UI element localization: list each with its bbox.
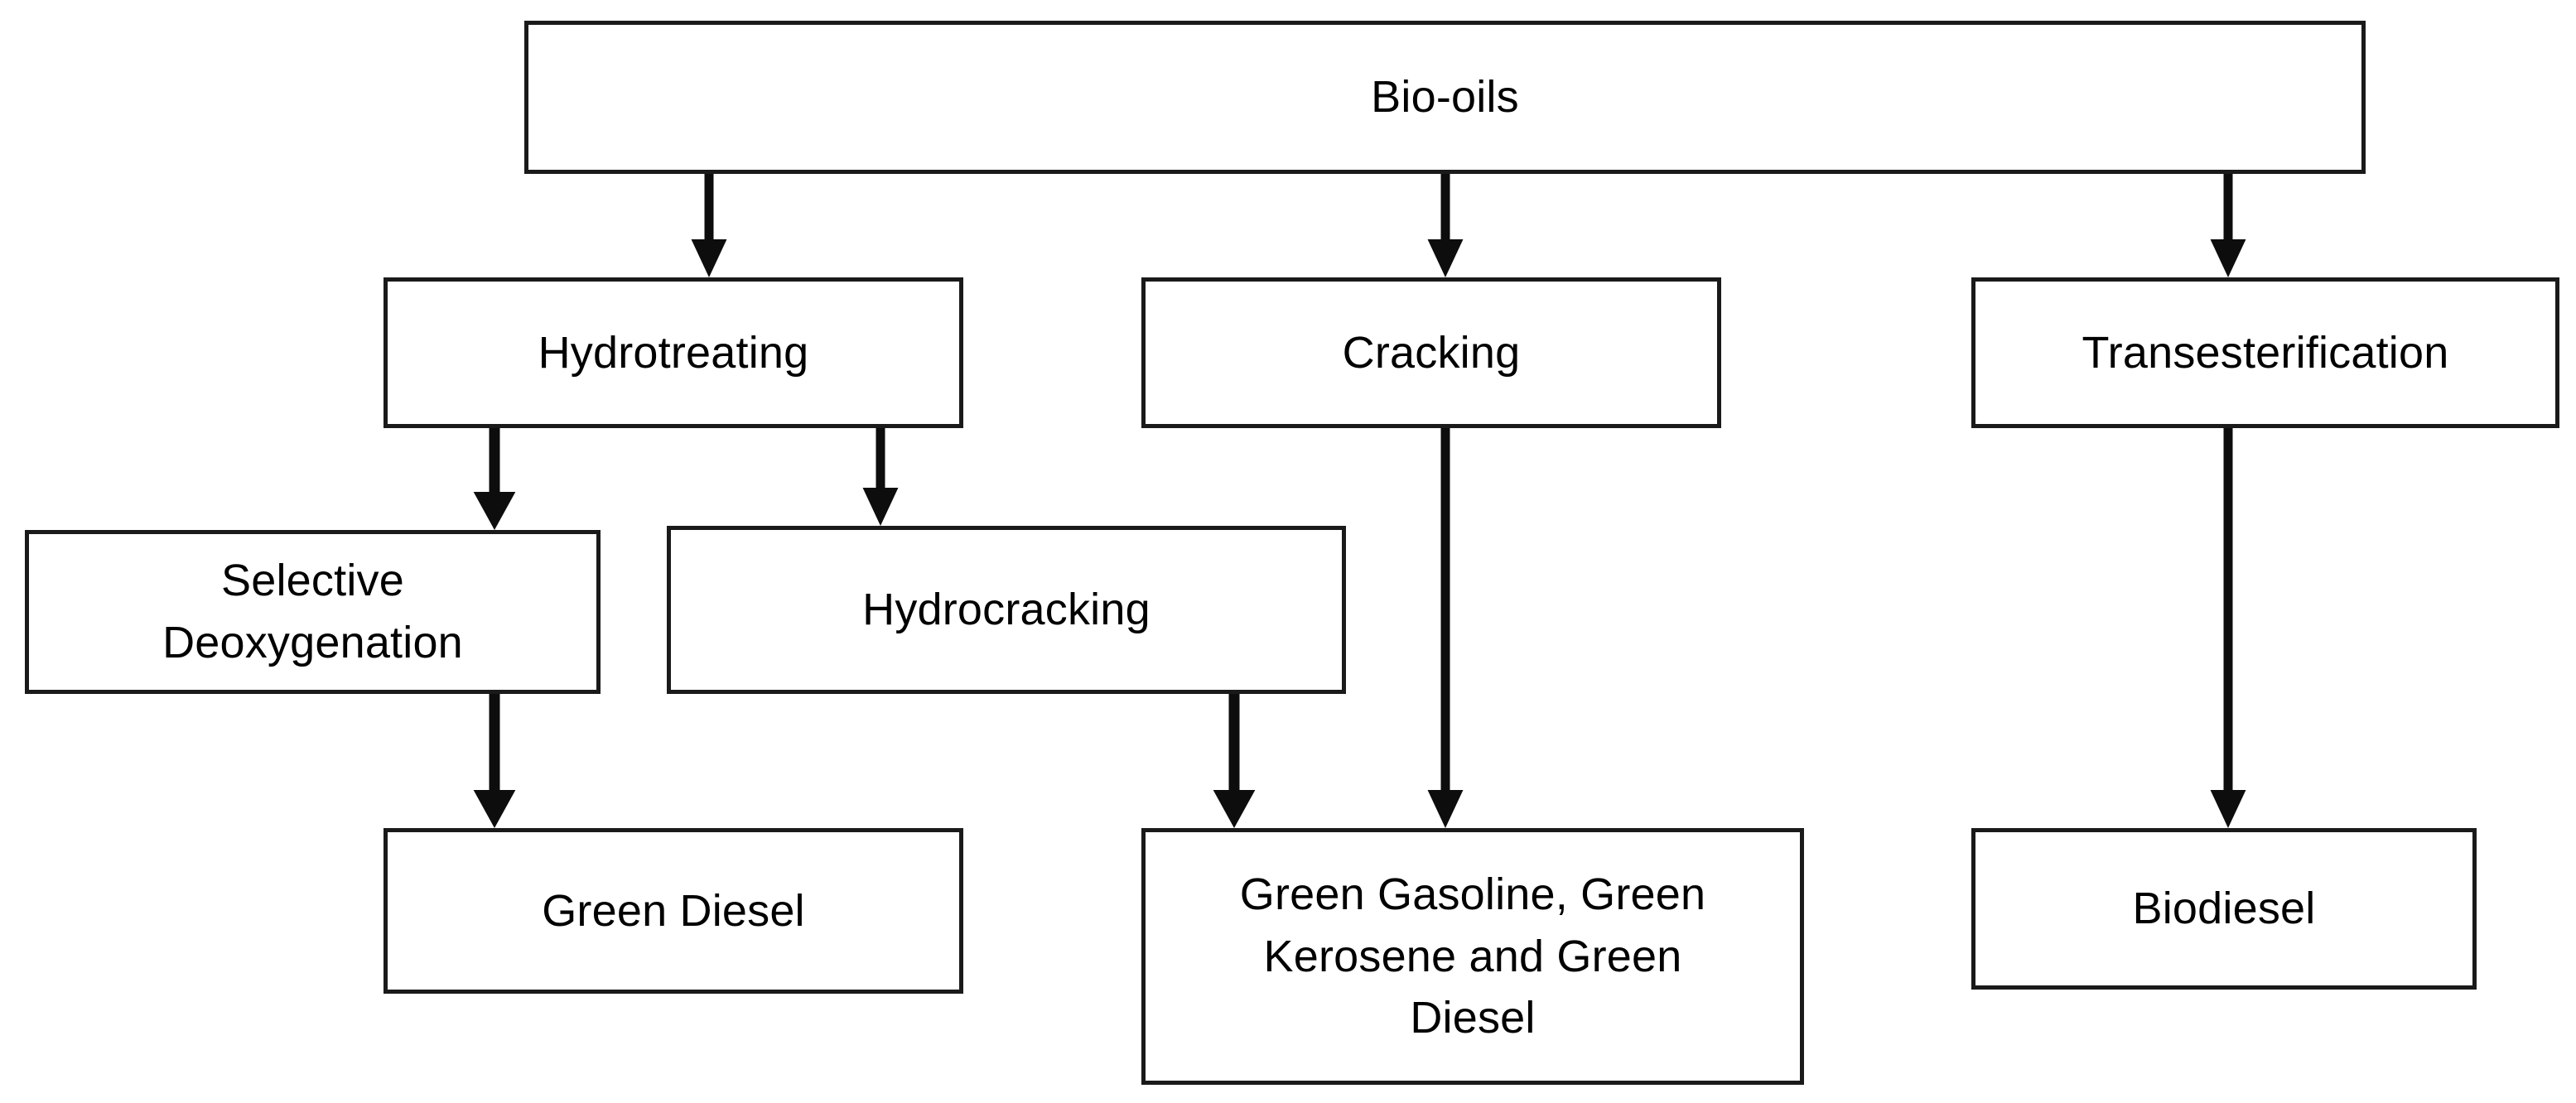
node-bio-oils[interactable]: Bio-oils — [524, 21, 2366, 174]
node-cracking[interactable]: Cracking — [1141, 277, 1721, 428]
arrow-hydrotreating-to-hydrocracking — [862, 428, 899, 526]
node-green-fuels[interactable]: Green Gasoline, Green Kerosene and Green… — [1141, 828, 1804, 1085]
arrow-bio-oils-to-cracking — [1427, 174, 1464, 277]
node-label-hydrocracking: Hydrocracking — [862, 585, 1151, 635]
arrow-hydrocracking-to-green-fuels — [1213, 694, 1256, 828]
arrow-bio-oils-to-transesterification — [2210, 174, 2246, 277]
node-label-green-fuels: Green Gasoline, Green Kerosene and Green… — [1239, 869, 1706, 1043]
node-label-biodiesel: Biodiesel — [2132, 884, 2316, 934]
node-label-cracking: Cracking — [1342, 327, 1521, 378]
node-label-hydrotreating: Hydrotreating — [538, 327, 809, 378]
node-label-bio-oils: Bio-oils — [1371, 72, 1519, 123]
node-label-transesterification: Transesterification — [2082, 327, 2449, 378]
node-green-diesel[interactable]: Green Diesel — [384, 828, 963, 994]
arrow-selective-deoxygenation-to-green-diesel — [473, 694, 516, 828]
node-transesterification[interactable]: Transesterification — [1971, 277, 2559, 428]
node-selective-deoxygenation[interactable]: Selective Deoxygenation — [25, 530, 601, 694]
node-hydrocracking[interactable]: Hydrocracking — [667, 526, 1346, 694]
arrow-cracking-to-green-fuels — [1427, 428, 1464, 828]
node-label-selective-deoxygenation: Selective Deoxygenation — [162, 556, 463, 667]
node-hydrotreating[interactable]: Hydrotreating — [384, 277, 963, 428]
node-biodiesel[interactable]: Biodiesel — [1971, 828, 2477, 990]
arrow-hydrotreating-to-selective-deoxygenation — [473, 428, 516, 530]
arrow-transesterification-to-biodiesel — [2210, 428, 2246, 828]
node-label-green-diesel: Green Diesel — [542, 885, 805, 936]
arrow-bio-oils-to-hydrotreating — [691, 174, 727, 277]
